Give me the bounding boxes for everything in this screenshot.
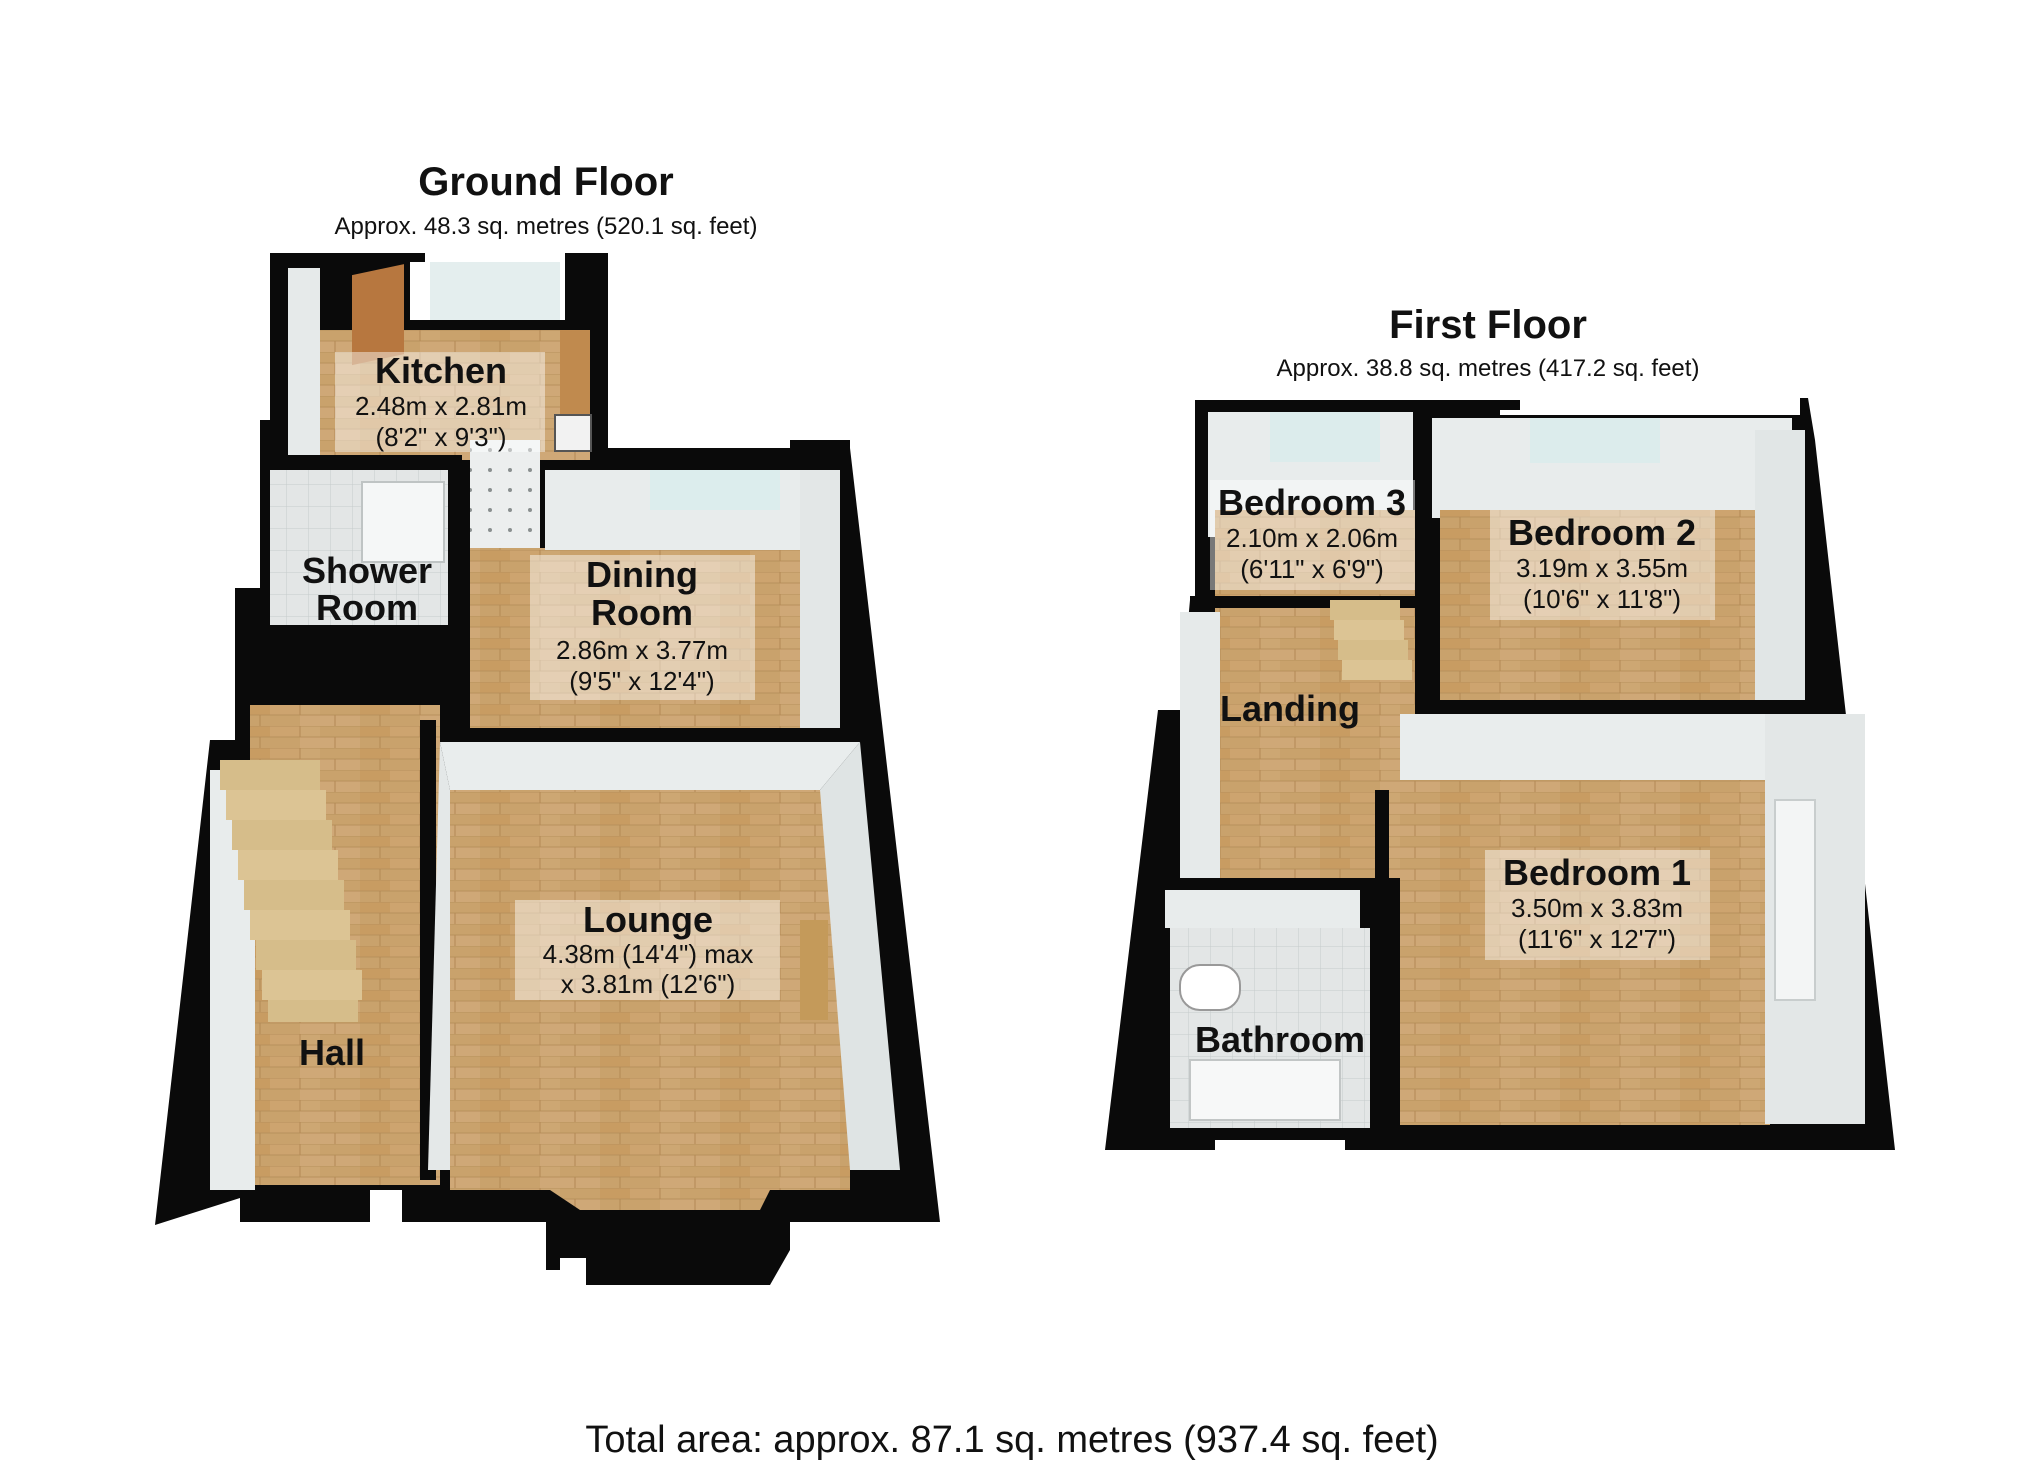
kitchen-door-icon [352,264,404,366]
staircase [220,760,362,1022]
shower-room-side-wall [448,455,462,635]
landing-staircase [1330,600,1412,680]
bathroom-back-wall [1165,888,1360,928]
lounge-dim-line2: x 3.81m (12'6") [561,969,736,999]
shower-tray [361,481,445,563]
bedroom-1-dim-metric: 3.50m x 3.83m [1511,893,1683,923]
room-label-kitchen: Kitchen 2.48m x 2.81m (8'2" x 9'3") [335,350,545,452]
bedroom-3-2-divider [1415,412,1429,612]
dining-room-dim-imperial: (9'5" x 12'4") [569,666,714,696]
lounge-back-wall [440,742,860,790]
bathroom-top-wall [1160,878,1380,890]
dining-lounge-divider [440,728,870,742]
lounge-dim-line1: 4.38m (14'4") max [543,939,754,969]
kitchen-floor [300,330,590,460]
lounge-fireplace [800,920,828,1020]
room-label-dining-room: Dining Room 2.86m x 3.77m (9'5" x 12'4") [530,554,755,700]
room-label-lounge: Lounge 4.38m (14'4") max x 3.81m (12'6") [515,899,780,1000]
room-label-landing: Landing [1220,688,1360,729]
bedroom-3-name: Bedroom 3 [1218,482,1406,523]
dining-room-window [650,470,780,510]
bedroom-1-floor [1400,780,1770,1125]
shower-room-name-line2: Room [316,587,418,628]
ground-floor-header: Ground Floor Approx. 48.3 sq. metres (52… [335,160,758,240]
first-floor [1105,398,1895,1150]
kitchen-dim-imperial: (8'2" x 9'3") [376,422,507,452]
hob-icon [554,414,592,452]
dining-room-right-wall [800,470,840,728]
bedroom-1-back-wall [1400,714,1800,784]
kitchen-inner-wall [288,268,320,458]
dining-room-floor [470,548,805,728]
first-floor-header: First Floor Approx. 38.8 sq. metres (417… [1277,303,1700,382]
room-label-bedroom-3: Bedroom 3 2.10m x 2.06m (6'11" x 6'9") [1210,480,1415,590]
dining-room-dim-metric: 2.86m x 3.77m [556,635,728,665]
bedroom-2-1-divider [1390,700,1820,714]
first-floor-area: Approx. 38.8 sq. metres (417.2 sq. feet) [1277,355,1700,382]
hall-name: Hall [299,1032,365,1073]
lounge-bay [520,1170,780,1210]
wardrobe [1774,799,1816,1001]
bedroom-2-right-wall [1755,430,1805,700]
shower-room-name-line1: Shower [302,550,432,591]
bedroom-3-window [1270,412,1380,462]
bedroom-3-dim-metric: 2.10m x 2.06m [1226,523,1398,553]
bathtub-icon [1189,1059,1341,1121]
kitchen-tile-strip [470,440,540,550]
room-label-bedroom-2: Bedroom 2 3.19m x 3.55m (10'6" x 11'8") [1490,510,1715,620]
landing-left-wall [1180,612,1220,882]
bedroom-2-dim-metric: 3.19m x 3.55m [1516,553,1688,583]
room-label-hall: Hall [299,1032,365,1073]
total-area: Total area: approx. 87.1 sq. metres (937… [585,1419,1438,1461]
bedroom-2-window [1530,418,1660,463]
lounge-right-wall [820,742,900,1170]
dining-room-name-line1: Dining [586,554,698,595]
ground-floor-title: Ground Floor [418,160,674,204]
bedroom-3-floor [1215,510,1415,600]
first-floor-title: First Floor [1389,303,1587,347]
ground-floor [155,253,940,1285]
bedroom-3-dim-imperial: (6'11" x 6'9") [1240,554,1384,584]
shower-room-wall [260,455,460,469]
bedroom-1-left-wall [1375,790,1389,1135]
bedroom-2-floor [1440,510,1760,700]
room-label-bedroom-1: Bedroom 1 3.50m x 3.83m (11'6" x 12'7") [1485,850,1710,960]
room-label-bathroom: Bathroom [1195,1019,1365,1060]
bedroom-1-name: Bedroom 1 [1503,852,1691,893]
bedroom-2-name: Bedroom 2 [1508,512,1696,553]
kitchen-name: Kitchen [375,350,507,391]
ground-floor-area: Approx. 48.3 sq. metres (520.1 sq. feet) [335,213,758,240]
landing-name: Landing [1220,688,1360,729]
dining-room-name-line2: Room [591,592,693,633]
kitchen-window [430,262,560,320]
lounge-name: Lounge [583,899,713,940]
bathroom-name: Bathroom [1195,1019,1365,1060]
bedroom-1-dim-imperial: (11'6" x 12'7") [1518,924,1676,954]
lounge-left-wall [428,742,450,1170]
lounge-floor [450,790,850,1190]
room-label-shower-room: Shower Room [302,550,432,628]
bedroom-2-dim-imperial: (10'6" x 11'8") [1523,584,1681,614]
kitchen-dim-metric: 2.48m x 2.81m [355,391,527,421]
toilet-icon [1179,964,1241,1011]
